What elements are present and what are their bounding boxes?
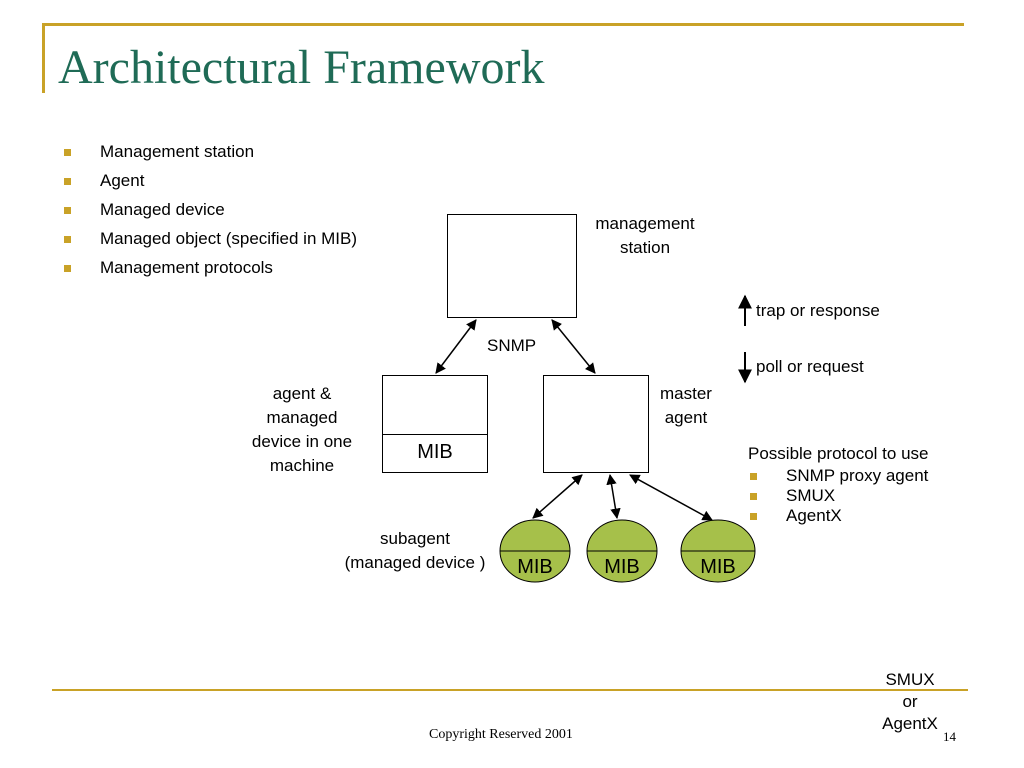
management-station-label: management station — [583, 212, 707, 260]
protocol-options-title: Possible protocol to use — [748, 444, 929, 463]
slide-title: Architectural Framework — [58, 41, 545, 94]
agent-mib-label: MIB — [417, 441, 453, 463]
bullet-square-icon — [64, 178, 71, 185]
label-line: managed — [266, 408, 338, 427]
protocol-options: Possible protocol to use SNMP proxy agen… — [748, 442, 929, 526]
bullet-item: Managed object (specified in MIB) — [62, 227, 357, 256]
bullet-text: Managed device — [100, 200, 225, 219]
label-line: SMUX — [885, 670, 935, 689]
bullet-list: Management station Agent Managed device … — [62, 140, 357, 285]
bullet-square-icon — [750, 493, 757, 500]
subagent-mib-label: MIB — [700, 556, 736, 578]
label-line: station — [619, 238, 671, 257]
protocol-item: SMUX — [748, 486, 929, 506]
bullet-square-icon — [64, 236, 71, 243]
bullet-text: Management station — [100, 142, 255, 161]
bullet-square-icon — [750, 473, 757, 480]
bullet-square-icon — [64, 149, 71, 156]
subagent-arrow-middle — [606, 473, 621, 520]
bullet-square-icon — [64, 265, 71, 272]
label-line: AgentX — [882, 714, 938, 733]
label-line: device in one — [251, 432, 353, 451]
title-frame-top — [42, 23, 964, 26]
bullet-text: Managed object (specified in MIB) — [100, 229, 358, 248]
label-line: machine — [269, 456, 335, 475]
master-agent-box — [543, 375, 649, 473]
master-agent-label: master agent — [648, 382, 724, 430]
agent-label: agent & managed device in one machine — [236, 382, 368, 478]
copyright-text: Copyright Reserved 2001 — [429, 727, 573, 742]
label-line: management — [595, 214, 695, 233]
subagent-mib-label: MIB — [517, 556, 553, 578]
protocol-text: AgentX — [786, 506, 842, 525]
snmp-arrow-right — [551, 319, 596, 374]
protocol-text: SMUX — [786, 486, 836, 505]
bullet-item: Agent — [62, 169, 357, 198]
label-line: master — [660, 384, 712, 403]
protocol-item: AgentX — [748, 506, 929, 526]
protocol-text: SNMP proxy agent — [786, 466, 929, 485]
bullet-item: Managed device — [62, 198, 357, 227]
label-line: subagent — [380, 529, 450, 548]
label-line: agent & — [272, 384, 332, 403]
page-number: 14 — [943, 729, 956, 744]
legend-up-label: trap or response — [756, 301, 880, 320]
agent-box-divider — [383, 434, 487, 435]
bullet-square-icon — [64, 207, 71, 214]
legend-down-label: poll or request — [756, 357, 864, 376]
protocol-list: SNMP proxy agent SMUX AgentX — [748, 466, 929, 526]
bullet-square-icon — [750, 513, 757, 520]
label-line: or — [902, 692, 918, 711]
label-line: (managed device ) — [344, 553, 486, 572]
bullet-item: Management protocols — [62, 256, 357, 285]
bullet-text: Management protocols — [100, 258, 273, 277]
smux-agentx-label: SMUX or AgentX — [872, 669, 948, 735]
subagent-mib-label: MIB — [604, 556, 640, 578]
subagent-arrow-right — [629, 474, 713, 521]
subagent-label: subagent (managed device ) — [326, 527, 504, 575]
subagent-arrow-left — [532, 474, 583, 519]
snmp-label: SNMP — [487, 336, 537, 355]
bullet-text: Agent — [100, 171, 145, 190]
bullet-item: Management station — [62, 140, 357, 169]
label-line: agent — [664, 408, 708, 427]
agent-box: MIB — [382, 375, 488, 473]
title-frame-left — [42, 23, 45, 93]
protocol-item: SNMP proxy agent — [748, 466, 929, 486]
snmp-arrow-left — [435, 319, 477, 374]
management-station-box — [447, 214, 577, 318]
footer-rule — [52, 689, 968, 691]
